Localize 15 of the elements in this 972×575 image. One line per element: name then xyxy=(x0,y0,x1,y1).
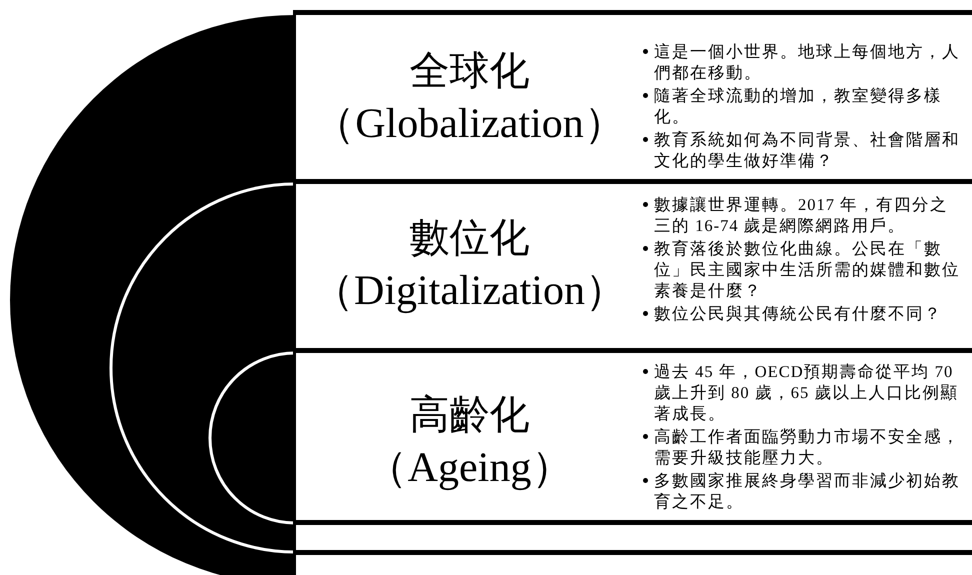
bullet-text: 過去 45 年，OECD預期壽命從平均 70 歲上升到 80 歲，65 歲以上人口比例顯著成長。 xyxy=(640,361,966,424)
bullet-text: 教育落後於數位化曲線。公民在「數位」民主國家中生活所需的媒體和數位素養是什麼？ xyxy=(640,238,966,301)
bullet-text: 隨著全球流動的增加，教室變得多樣化。 xyxy=(640,85,966,127)
bullet-text: 教育系統如何為不同背景、社會階層和文化的學生做好準備？ xyxy=(640,129,966,171)
bullet-text: 數據讓世界運轉。2017 年，有四分之三的 16-74 歲是網際網路用戶。 xyxy=(640,194,966,236)
bullet-text: 多數國家推展終身學習而非減少初始教育之不足。 xyxy=(640,470,966,512)
topic-subtitle: （Digitalization） xyxy=(311,267,628,316)
topic-subtitle: （Globalization） xyxy=(312,100,627,149)
bullet-text: 數位公民與其傳統公民有什麼不同？ xyxy=(640,303,966,324)
topic-title: 數位化 xyxy=(408,214,530,262)
topic-title: 全球化 xyxy=(408,47,530,95)
bullet-text: 高齡工作者面臨勞動力市場不安全感，需要升級技能壓力大。 xyxy=(640,426,966,468)
topic-title: 高齡化 xyxy=(408,391,530,439)
topic-subtitle: （Ageing） xyxy=(364,444,574,493)
bullet-text: 這是一個小世界。地球上每個地方，人們都在移動。 xyxy=(640,41,966,83)
